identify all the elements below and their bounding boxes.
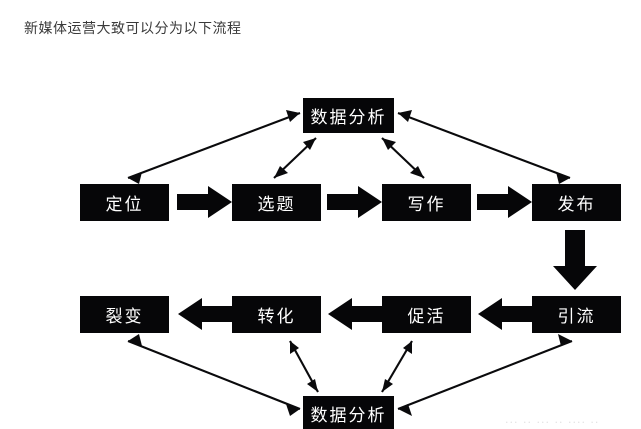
node-traffic-generation[interactable]: 引流: [532, 296, 621, 333]
arrow-xiezuo-to-fabu: [477, 186, 532, 218]
node-fission[interactable]: 裂变: [80, 296, 169, 333]
arrow-fabu-to-yinliu: [553, 230, 597, 290]
link-top-hub-dingwei: [127, 110, 301, 184]
node-activation[interactable]: 促活: [382, 296, 471, 333]
node-topic-selection[interactable]: 选题: [232, 184, 321, 221]
arrow-cuhuo-to-zhuanhua: [328, 298, 383, 330]
link-bottom-hub-zhuanhua: [289, 340, 319, 393]
link-bottom-hub-liebian: [127, 334, 301, 416]
node-positioning[interactable]: 定位: [80, 184, 169, 221]
node-data-analysis-top[interactable]: 数据分析: [303, 98, 394, 133]
node-publishing[interactable]: 发布: [532, 184, 621, 221]
link-top-hub-xuanti: [273, 137, 317, 179]
watermark-text: ··· ·· ··· ·· ···· ··: [505, 416, 600, 429]
arrow-yinliu-to-cuhuo: [478, 298, 533, 330]
arrow-dingwei-to-xuanti: [177, 186, 232, 218]
link-bottom-hub-cuhuo: [381, 340, 413, 393]
link-top-hub-fabu: [397, 110, 571, 184]
node-writing[interactable]: 写作: [382, 184, 471, 221]
arrow-xuanti-to-xiezuo: [327, 186, 382, 218]
node-data-analysis-bottom[interactable]: 数据分析: [303, 396, 394, 429]
node-conversion[interactable]: 转化: [232, 296, 321, 333]
link-bottom-hub-yinliu: [397, 334, 573, 416]
arrow-zhuanhua-to-liebian: [178, 298, 233, 330]
link-top-hub-xiezuo: [381, 137, 425, 179]
page-title: 新媒体运营大致可以分为以下流程: [24, 21, 242, 37]
